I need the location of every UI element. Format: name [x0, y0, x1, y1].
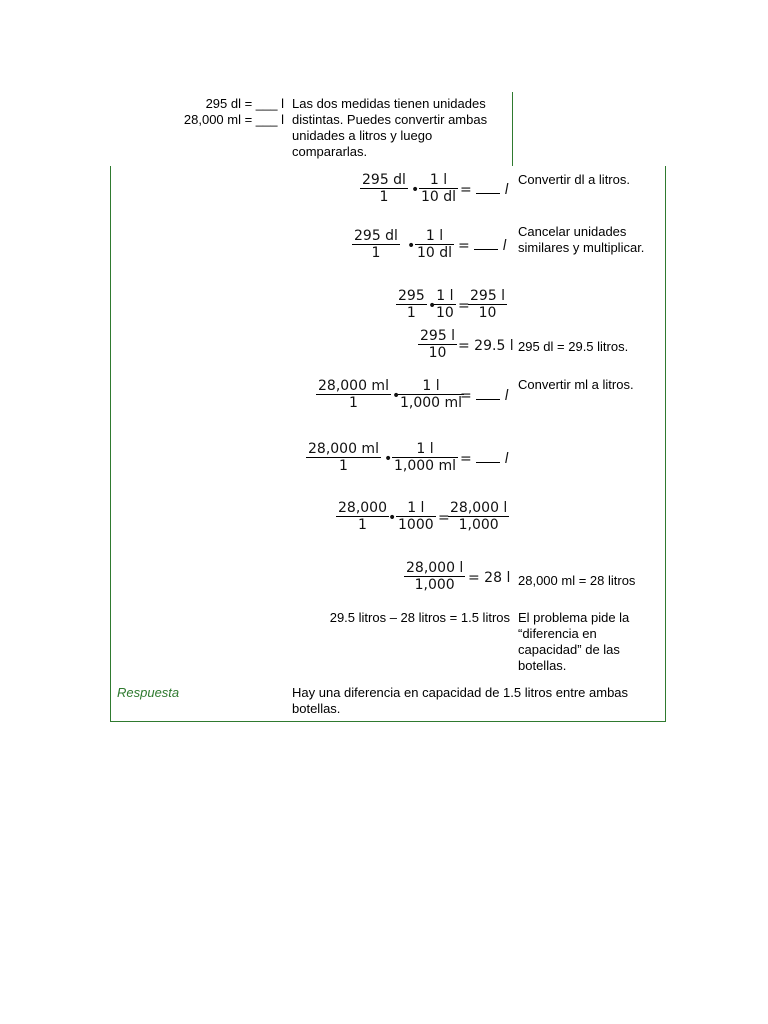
intro-text: Las dos medidas tienen unidades distinta… — [292, 96, 488, 159]
top-right-divider — [512, 92, 513, 166]
frame-right-border — [665, 166, 666, 722]
step1-note: Convertir dl a litros. — [518, 172, 630, 187]
step5-note: Convertir ml a litros. — [518, 377, 634, 392]
step8-note: 28,000 ml = 28 litros — [518, 573, 636, 588]
step2-note: Cancelar unidades similares y multiplica… — [518, 224, 645, 255]
difference-line: 29.5 litros – 28 litros = 1.5 litros — [329, 610, 510, 625]
step4-note: 295 dl = 29.5 litros. — [518, 339, 629, 354]
answer-text: Hay una diferencia en capacidad de 1.5 l… — [292, 685, 629, 716]
problem-line-2: 28,000 ml = ___ l — [183, 112, 284, 127]
difference-note: El problema pide la “diferencia en capac… — [518, 610, 630, 673]
frame-left-border — [110, 166, 111, 722]
answer-label: Respuesta — [117, 685, 180, 700]
problem-line-1: 295 dl = ___ l — [205, 96, 284, 111]
frame-bottom-border — [110, 721, 666, 722]
